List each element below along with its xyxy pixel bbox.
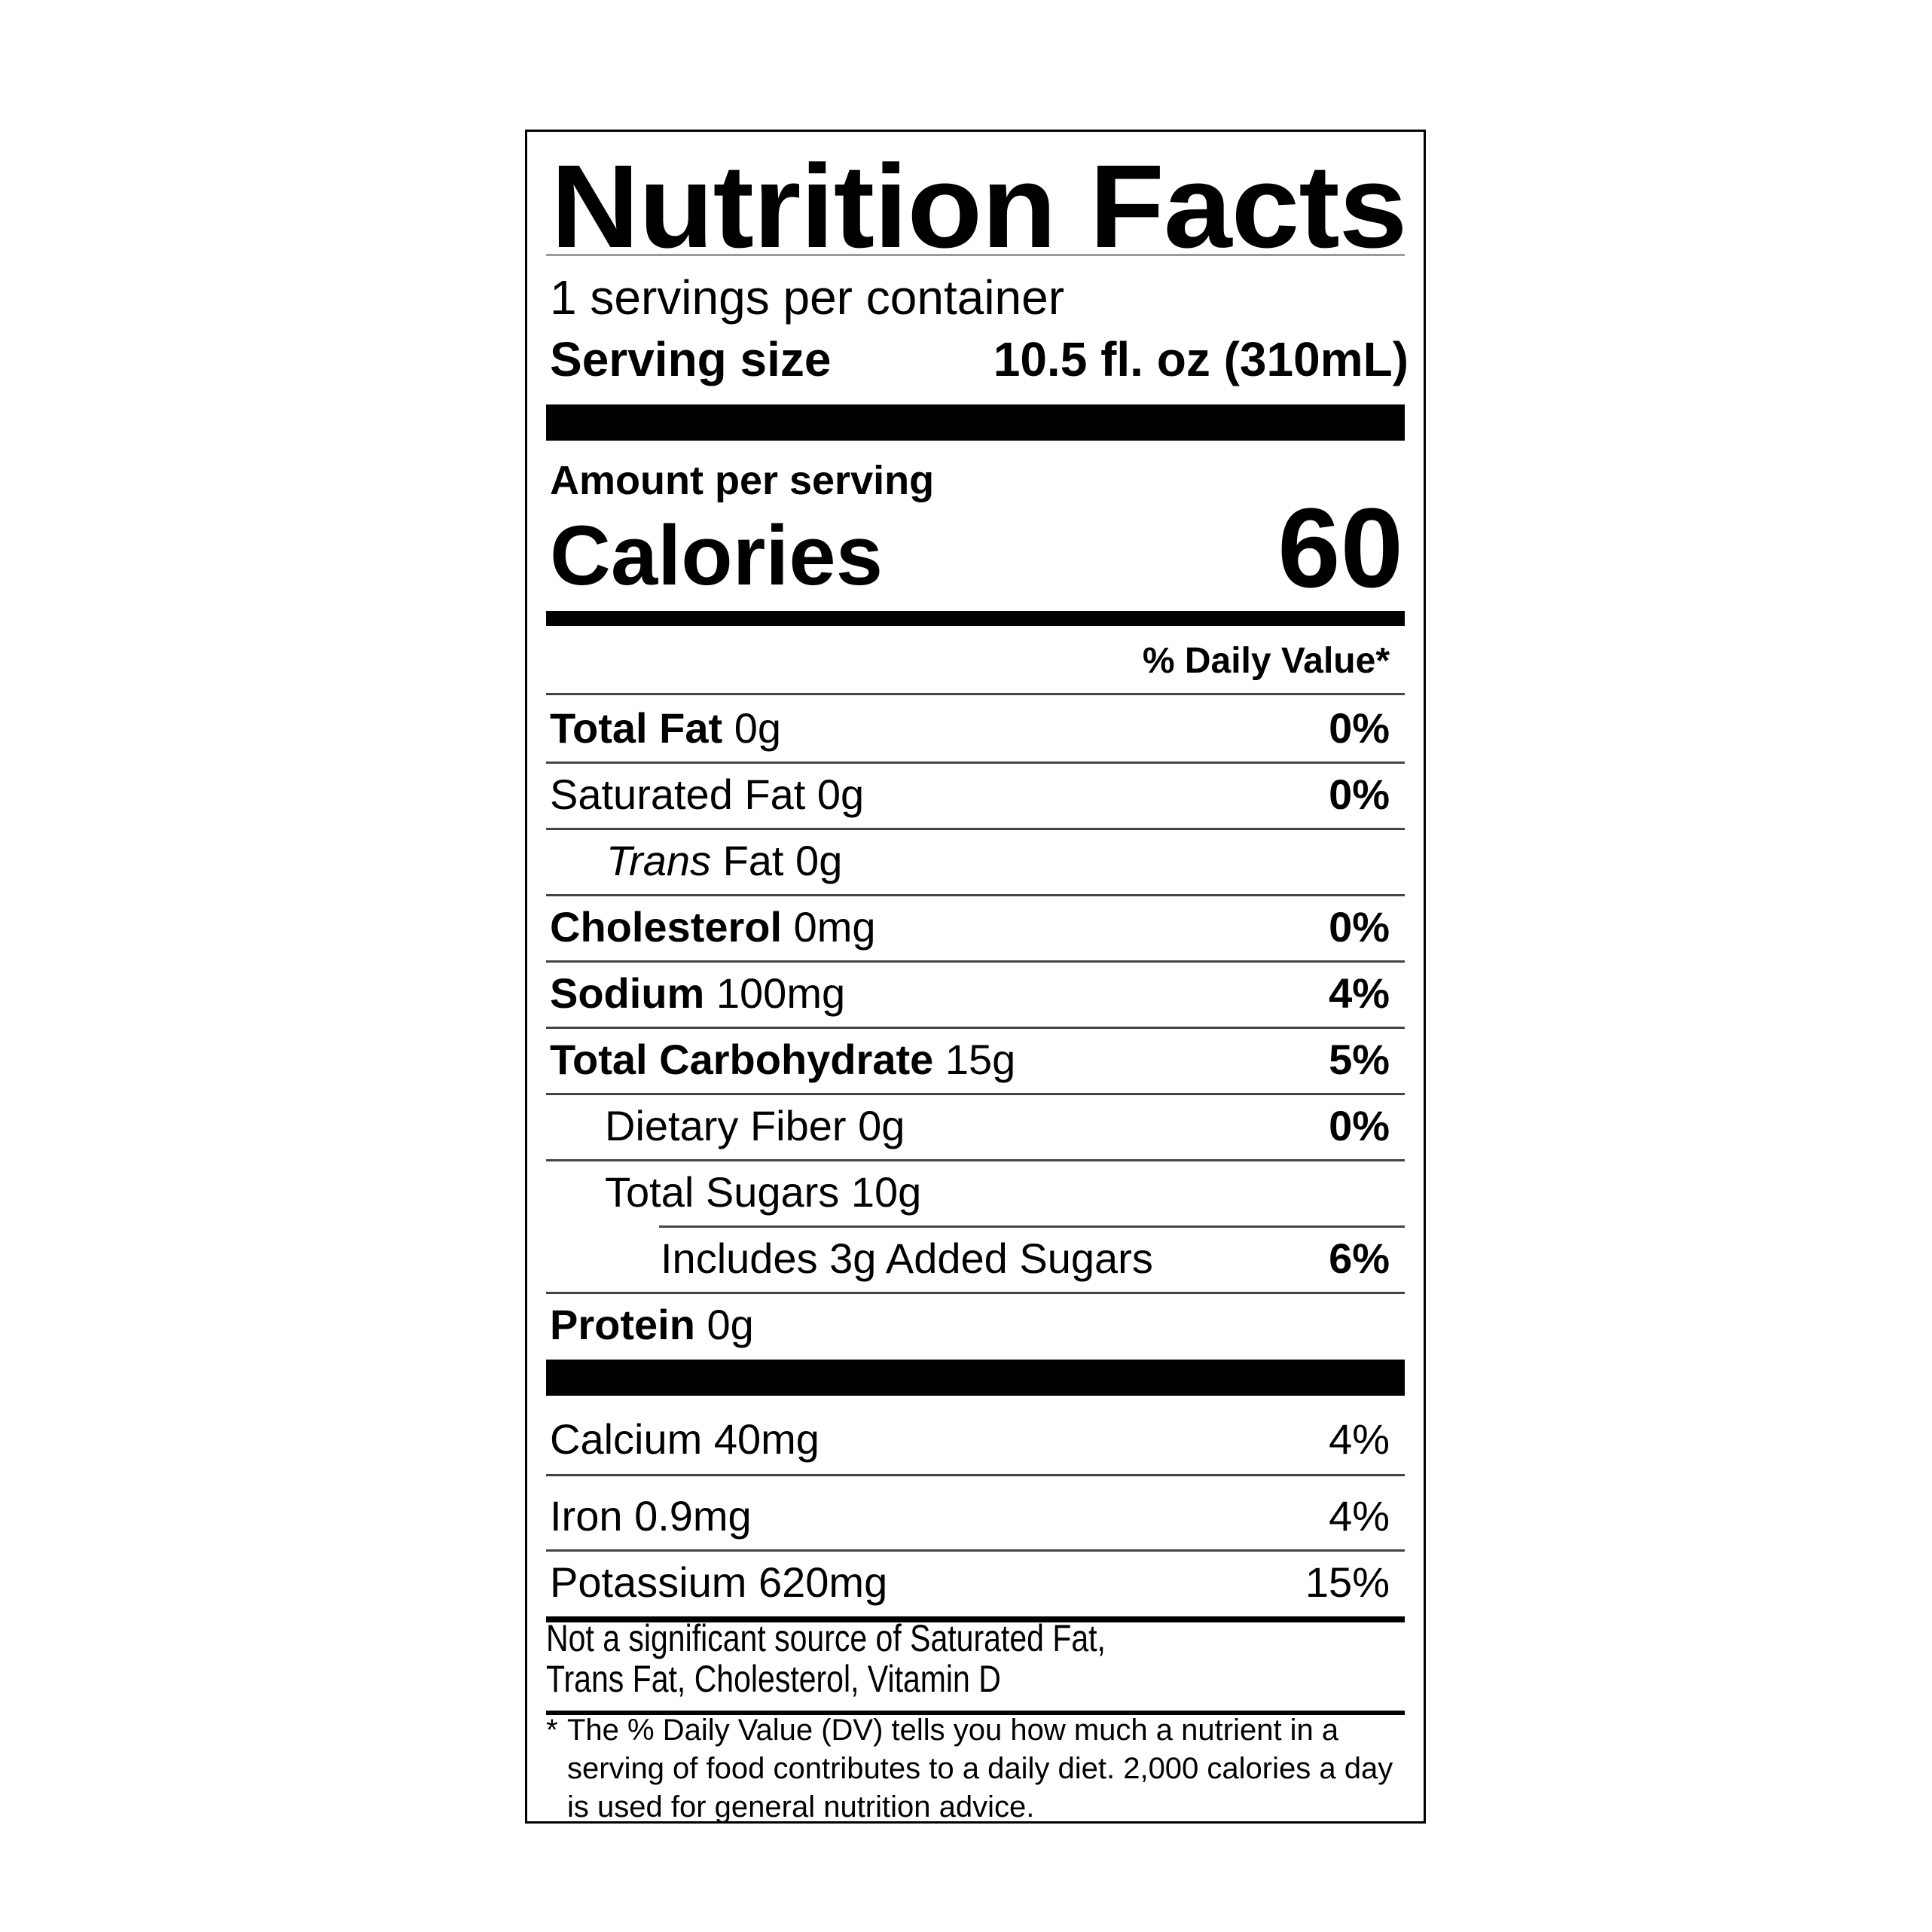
nutrient-amount: 0g bbox=[734, 704, 782, 752]
divider-thick bbox=[546, 1360, 1405, 1396]
nutrient-name: Dietary Fiber bbox=[605, 1102, 847, 1149]
nutrient-row: Dietary Fiber 0g 0% bbox=[546, 1093, 1405, 1159]
divider-thin bbox=[546, 1292, 1405, 1294]
mineral-amount: 40mg bbox=[713, 1415, 819, 1463]
nutrient-amount: 15g bbox=[945, 1036, 1016, 1083]
mineral-dv: 4% bbox=[1329, 1415, 1390, 1463]
divider-thick bbox=[546, 404, 1405, 441]
nutrient-dv: 0% bbox=[1329, 1102, 1390, 1149]
mineral-name: Potassium bbox=[550, 1558, 747, 1606]
nutrition-facts-label: Nutrition Facts 1 servings per container… bbox=[525, 130, 1426, 1824]
serving-size: Serving size 10.5 fl. oz (310mL) bbox=[550, 329, 1409, 389]
nutrient-amount: 0g bbox=[816, 771, 865, 818]
footnote-star: * bbox=[546, 1714, 558, 1747]
nutrient-dv: 0% bbox=[1329, 771, 1390, 818]
divider-thin bbox=[546, 1549, 1405, 1552]
nutrient-dv: 0% bbox=[1329, 903, 1390, 951]
calories-value: 60 bbox=[1277, 484, 1403, 611]
nutrient-row: Sodium 100mg 4% bbox=[546, 960, 1405, 1027]
mineral-name: Iron bbox=[550, 1492, 623, 1540]
nutrient-name: Total Carbohydrate bbox=[550, 1036, 934, 1083]
label-title: Nutrition Facts bbox=[551, 141, 1407, 273]
nutrient-row: Cholesterol 0mg 0% bbox=[546, 894, 1405, 960]
nutrient-row: Total Sugars 10g bbox=[546, 1159, 1405, 1225]
nutrient-name: Includes 3g Added Sugars bbox=[661, 1235, 1153, 1282]
nutrient-name: Fat bbox=[722, 837, 784, 884]
footnote-text: The % Daily Value (DV) tells you how muc… bbox=[567, 1714, 1393, 1824]
divider-medium bbox=[546, 611, 1405, 626]
mineral-name: Calcium bbox=[550, 1415, 703, 1463]
nutrient-amount: 0g bbox=[795, 837, 843, 884]
nutrient-amount: 0g bbox=[707, 1301, 754, 1348]
divider-thin bbox=[546, 828, 1405, 830]
serving-size-label: Serving size bbox=[550, 332, 832, 386]
mineral-amount: 0.9mg bbox=[634, 1492, 752, 1540]
nutrient-name: Total Fat bbox=[550, 704, 723, 752]
nutrient-name: Total Sugars bbox=[605, 1168, 840, 1216]
nutrient-dv: 6% bbox=[1329, 1235, 1390, 1282]
daily-value-header: % Daily Value* bbox=[1142, 641, 1390, 681]
divider-thin bbox=[546, 1093, 1405, 1095]
divider-thin bbox=[546, 693, 1405, 695]
nutrient-name: Saturated Fat bbox=[550, 771, 806, 818]
nutrient-dv: 5% bbox=[1329, 1036, 1390, 1083]
divider-thin bbox=[546, 1027, 1405, 1029]
divider-medium bbox=[546, 1616, 1405, 1622]
nutrient-name: Cholesterol bbox=[550, 903, 783, 951]
divider-thin bbox=[546, 960, 1405, 963]
nutrient-amount: 100mg bbox=[716, 969, 846, 1017]
nutrient-name: Protein bbox=[550, 1301, 695, 1348]
divider-thin-indented bbox=[659, 1225, 1405, 1228]
nutrient-row: Trans Fat 0g bbox=[546, 828, 1405, 894]
calories-label: Calories bbox=[550, 508, 883, 603]
nutrient-row: Protein 0g bbox=[546, 1292, 1405, 1358]
nutrient-amount: 0mg bbox=[793, 903, 876, 951]
divider-thin bbox=[546, 1159, 1405, 1161]
divider-medium bbox=[546, 1711, 1405, 1715]
nutrient-row: Total Fat 0g 0% bbox=[546, 695, 1405, 762]
nutrient-name-italic: Trans bbox=[606, 837, 711, 884]
nutrient-amount: 10g bbox=[850, 1168, 922, 1216]
mineral-dv: 15% bbox=[1305, 1558, 1390, 1606]
not-significant-note: Not a significant source of Saturated Fa… bbox=[546, 1617, 1106, 1700]
serving-size-value: 10.5 fl. oz (310mL) bbox=[993, 332, 1409, 386]
nutrient-name: Sodium bbox=[550, 969, 705, 1017]
amount-per-serving: Amount per serving bbox=[550, 458, 935, 503]
nutrient-dv: 0% bbox=[1329, 704, 1390, 752]
divider-thin bbox=[546, 1474, 1405, 1476]
servings-per-container: 1 servings per container bbox=[550, 270, 1065, 325]
divider-thin bbox=[546, 894, 1405, 896]
mineral-dv: 4% bbox=[1329, 1492, 1390, 1540]
mineral-row: Potassium 620mg 15% bbox=[546, 1549, 1405, 1616]
nutrient-amount: 0g bbox=[858, 1102, 905, 1149]
mineral-row: Iron 0.9mg 4% bbox=[546, 1483, 1405, 1549]
divider-thin bbox=[546, 254, 1405, 256]
divider-thin bbox=[546, 762, 1405, 764]
nutrient-row: Total Carbohydrate 15g 5% bbox=[546, 1027, 1405, 1093]
mineral-row: Calcium 40mg 4% bbox=[546, 1406, 1405, 1473]
mineral-amount: 620mg bbox=[758, 1558, 888, 1606]
footnote: * The % Daily Value (DV) tells you how m… bbox=[546, 1711, 1420, 1827]
nutrient-row: Saturated Fat 0g 0% bbox=[546, 762, 1405, 828]
nutrient-dv: 4% bbox=[1329, 969, 1390, 1017]
nutrient-row: Includes 3g Added Sugars 6% bbox=[546, 1225, 1405, 1292]
